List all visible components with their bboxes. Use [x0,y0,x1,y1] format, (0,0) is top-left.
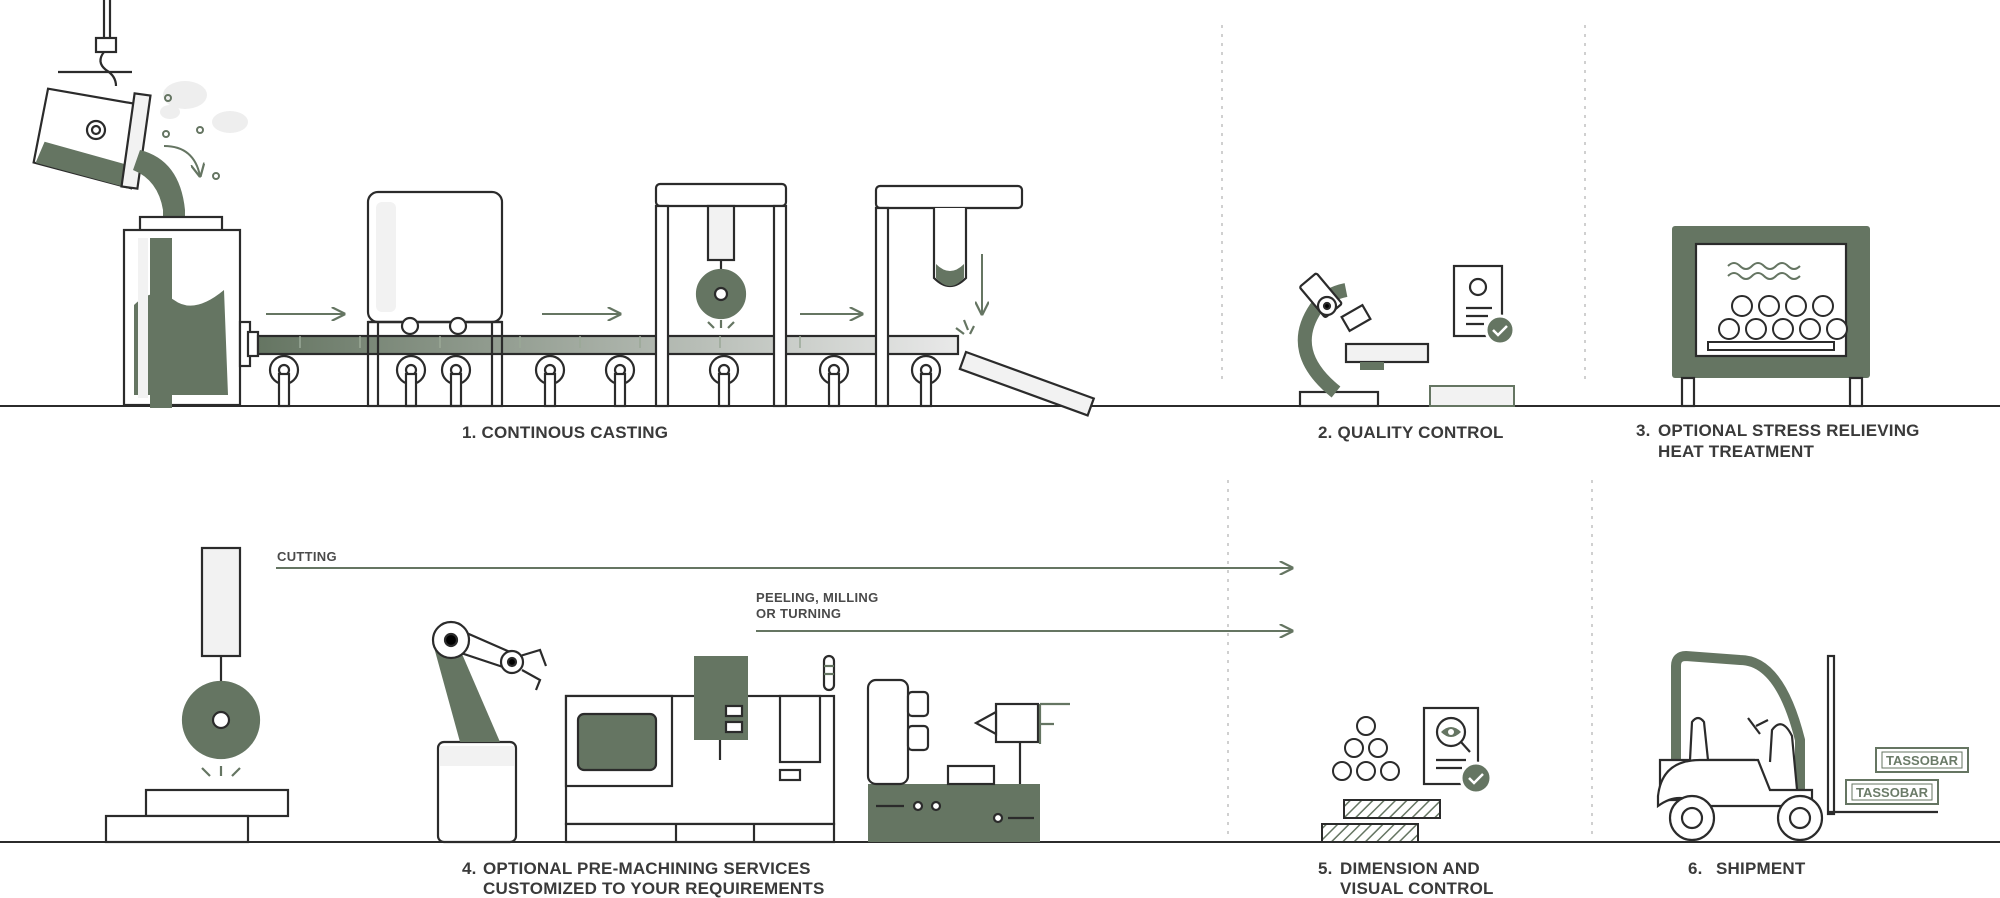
cutting-saw-icon [104,546,290,844]
step-label-5: 5. DIMENSION AND VISUAL CONTROL [1318,859,1494,898]
cutting-label: CUTTING [277,549,337,564]
svg-text:2. QUALITY CONTROL: 2. QUALITY CONTROL [1318,423,1504,442]
hatched-bars-icon [1321,799,1441,843]
peeling-label-line2: OR TURNING [756,606,841,621]
svg-text:OPTIONAL STRESS RELIEVING: OPTIONAL STRESS RELIEVING [1658,421,1920,440]
certificate-icon [1452,264,1516,346]
check-icon [1484,314,1516,346]
svg-text:DIMENSION AND: DIMENSION AND [1340,859,1480,878]
svg-text:3.: 3. [1636,421,1651,440]
svg-text:4.: 4. [462,859,477,878]
svg-text:6.: 6. [1688,859,1703,878]
eye-icon [1435,716,1471,753]
step-label-4: 4. OPTIONAL PRE-MACHINING SERVICES CUSTO… [462,859,825,898]
svg-text:OPTIONAL PRE-MACHINING SERVICE: OPTIONAL PRE-MACHINING SERVICES [483,859,811,878]
svg-text:TASSOBAR: TASSOBAR [1886,753,1959,768]
pallet-1: TASSOBAR [1875,747,1969,773]
step-label-3: 3. OPTIONAL STRESS RELIEVING HEAT TREATM… [1636,421,1920,461]
step-label-2: 2. QUALITY CONTROL [1318,423,1504,442]
lathe-icon [866,678,1070,842]
svg-text:CUSTOMIZED TO YOUR REQUIREMENT: CUSTOMIZED TO YOUR REQUIREMENTS [483,879,825,898]
stacked-bars-icon [1332,716,1400,781]
cnc-machine-icon [564,654,836,844]
microscope-icon [1297,272,1430,408]
smoke-puffs [160,81,248,133]
cooling-chamber-icon [366,190,504,408]
ladle-icon [32,0,152,190]
saw-station-icon [654,182,788,408]
cut-bar-icon [955,319,1096,417]
svg-text:VISUAL CONTROL: VISUAL CONTROL [1340,879,1494,898]
forklift-icon [1656,650,1938,842]
furnace-icon [1672,226,1870,408]
svg-text:HEAT TREATMENT: HEAT TREATMENT [1658,442,1815,461]
step-label-6: 6. SHIPMENT [1688,859,1806,878]
peeling-label-line1: PEELING, MILLING [756,590,879,605]
test-bar [1429,385,1515,407]
svg-text:SHIPMENT: SHIPMENT [1716,859,1806,878]
step-label-1: 1. CONTINOUS CASTING [462,423,668,442]
tundish-icon [122,215,260,408]
inspection-report-icon [1422,706,1493,795]
flow-arrows-top [266,254,982,314]
conveyor-rollers [268,354,942,408]
conveyor-icon [256,334,960,356]
robot-arm-icon [431,620,548,844]
svg-text:5.: 5. [1318,859,1333,878]
shear-station-icon [874,184,1024,408]
svg-text:TASSOBAR: TASSOBAR [1856,785,1929,800]
process-arrows [276,568,1292,631]
pallet-2: TASSOBAR [1845,779,1939,805]
svg-text:1. CONTINOUS CASTING: 1. CONTINOUS CASTING [462,423,668,442]
